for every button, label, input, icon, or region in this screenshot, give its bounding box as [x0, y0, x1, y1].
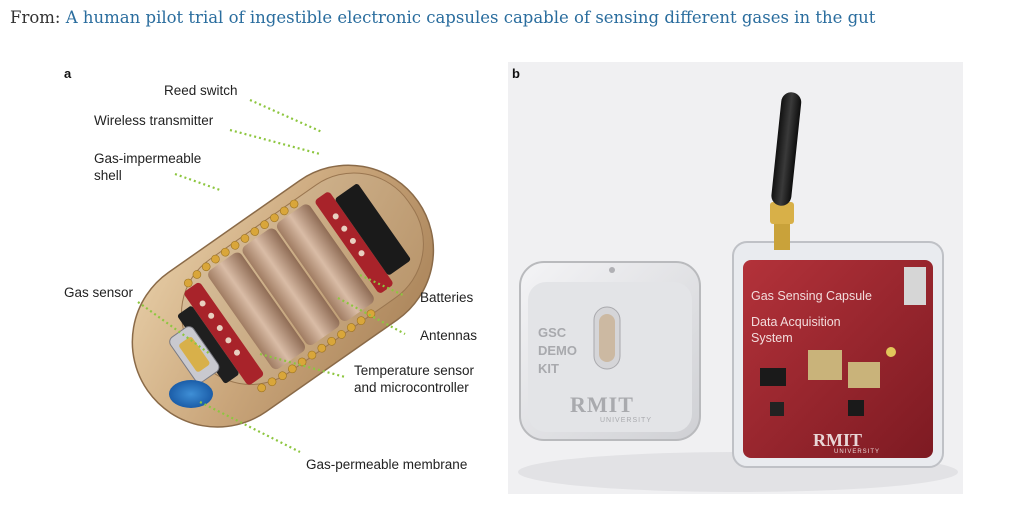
label-temp-line1: Temperature sensor — [354, 363, 475, 378]
das-logo-sub: UNIVERSITY — [834, 449, 881, 455]
label-gas-impermeable-shell: Gas-impermeable shell — [94, 150, 201, 184]
demo-kit-logo-sub: UNIVERSITY — [600, 417, 653, 424]
capsule-cutaway-illustration — [131, 98, 435, 453]
label-shell-line2: shell — [94, 168, 122, 183]
demo-kit-line1: GSC — [538, 325, 567, 340]
gas-permeable-membrane — [169, 380, 213, 408]
demo-kit-line2: DEMO — [538, 343, 577, 358]
device-photo-illustration — [508, 62, 963, 494]
label-temperature-sensor: Temperature sensor and microcontroller — [354, 362, 474, 396]
label-shell-line1: Gas-impermeable — [94, 151, 202, 166]
panel-a-letter: a — [64, 66, 72, 81]
label-antennas: Antennas — [420, 328, 478, 343]
label-batteries: Batteries — [420, 290, 474, 305]
demo-kit-line3: KIT — [538, 361, 559, 376]
demo-kit-label: GSC DEMO KIT — [538, 324, 577, 378]
das-line1: Gas Sensing Capsule — [751, 289, 872, 303]
label-wireless-transmitter: Wireless transmitter — [94, 113, 214, 128]
panel-b-device-photo: b — [508, 62, 963, 494]
demo-kit-box — [519, 261, 701, 441]
label-gas-sensor: Gas sensor — [64, 285, 134, 300]
das-logo: RMIT — [813, 430, 862, 451]
das-label: Gas Sensing Capsule Data Acquisition Sys… — [751, 288, 872, 346]
figure-source-line: From: A human pilot trial of ingestible … — [10, 8, 875, 27]
panel-a-capsule-diagram: a — [60, 62, 500, 482]
demo-kit-logo-text: RMIT — [570, 392, 634, 417]
label-gas-permeable-membrane: Gas-permeable membrane — [306, 457, 468, 472]
data-acquisition-box — [732, 92, 944, 468]
demo-kit-logo: RMIT — [570, 392, 634, 418]
capsule-shell — [131, 164, 435, 428]
das-line2: Data Acquisition — [751, 315, 841, 329]
source-prefix: From: — [10, 8, 61, 27]
panel-b-letter: b — [512, 66, 520, 81]
label-temp-line2: and microcontroller — [354, 380, 469, 395]
das-line3: System — [751, 331, 793, 345]
article-title-link[interactable]: A human pilot trial of ingestible electr… — [65, 8, 876, 27]
label-reed-switch: Reed switch — [164, 83, 238, 98]
leader-lines — [137, 98, 406, 453]
das-logo-text: RMIT — [813, 430, 862, 450]
